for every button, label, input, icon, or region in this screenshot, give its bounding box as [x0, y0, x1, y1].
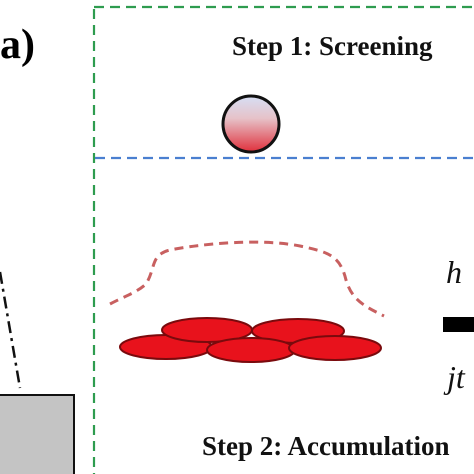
sphere-particle [221, 94, 281, 154]
red-cell [206, 337, 296, 363]
time-label: jt [447, 359, 465, 395]
step-2-title: Step 2: Accumulation [202, 431, 450, 461]
accumulated-cells [119, 317, 382, 363]
cell-cluster-outline [109, 240, 385, 318]
dash-dot-line [0, 271, 22, 389]
scale-bar [443, 317, 474, 332]
height-label: h [446, 254, 462, 290]
step-1-title: Step 1: Screening [232, 31, 433, 61]
step-frame [92, 5, 474, 474]
base-block [0, 394, 75, 474]
panel-label: (a) [0, 22, 35, 68]
red-cell [288, 335, 382, 361]
